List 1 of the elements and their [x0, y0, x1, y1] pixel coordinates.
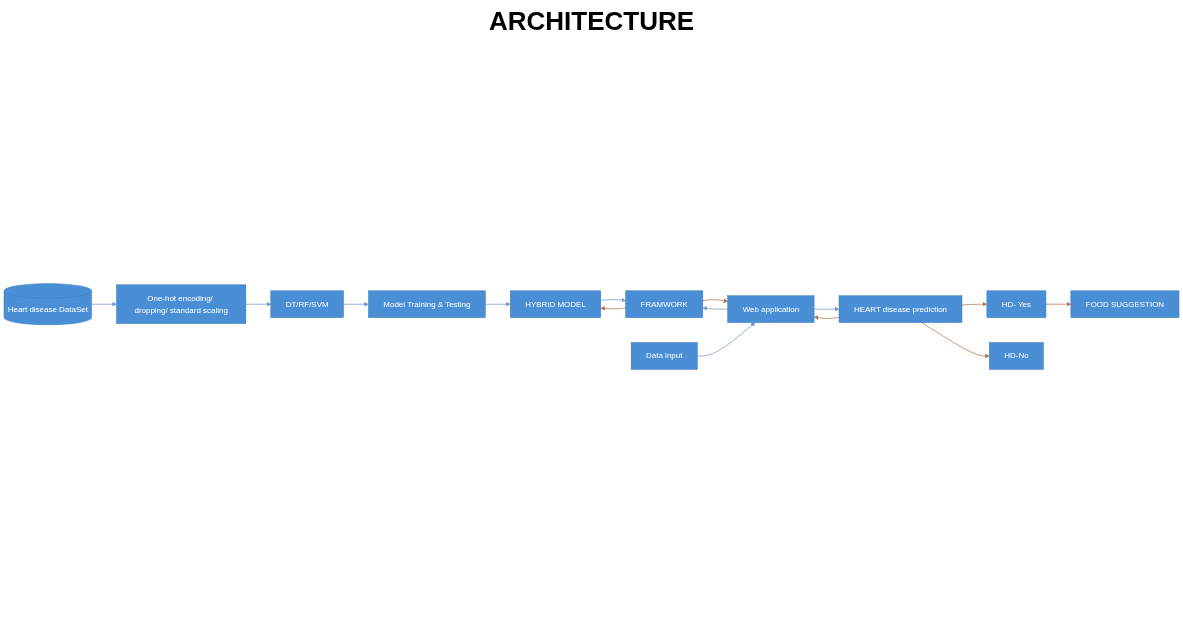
diagram-title: ARCHITECTURE — [487, 6, 696, 37]
